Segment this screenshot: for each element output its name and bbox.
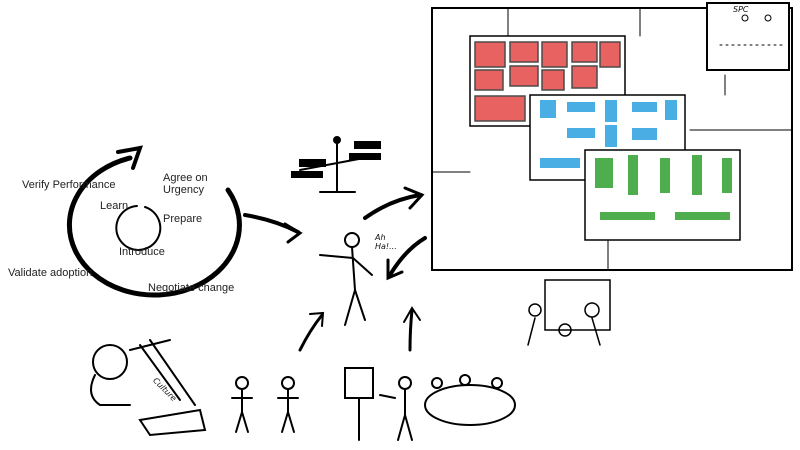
- arrow-to-person-head: [283, 222, 303, 244]
- spc-chart-point: [741, 14, 749, 22]
- arrow-from-team-right-head: [403, 306, 421, 323]
- label-validate-adoption: Validate adoption: [8, 267, 93, 279]
- stick-figure-aha: [319, 232, 373, 326]
- inner-cycle-arc: [115, 205, 162, 251]
- arrow-from-team-right: [408, 308, 414, 352]
- balance-icon: [291, 136, 381, 193]
- label-prepare: Prepare: [163, 213, 203, 225]
- label-agree-on-urgency: Agree on Urgency: [163, 172, 208, 196]
- arrow-from-board-head: [386, 258, 404, 281]
- arrow-from-team-left-head: [309, 311, 325, 327]
- spc-chart: [706, 2, 790, 71]
- outer-cycle-arc: [66, 155, 242, 298]
- label-introduce: Introduce: [119, 246, 165, 258]
- arrow-to-person: [243, 213, 300, 234]
- aha-exclamation: Ah Ha!...: [375, 233, 397, 251]
- spc-chart-label: SPC: [733, 5, 749, 14]
- arrow-from-team-left: [298, 313, 324, 352]
- label-learn: Learn: [100, 200, 129, 212]
- arrow-to-board-head: [403, 186, 425, 210]
- arrow-from-board: [388, 236, 427, 277]
- whiteboard: [431, 7, 793, 271]
- microscope-scientist: [90, 339, 207, 437]
- green-sticky-notes: [584, 149, 741, 241]
- arrow-to-board: [363, 193, 422, 220]
- label-verify-performance: Verify Performance: [22, 179, 116, 191]
- label-negotiate-change: Negotiate change: [148, 282, 235, 294]
- outer-cycle-arrowhead: [116, 145, 144, 170]
- group-workshop: [527, 279, 611, 346]
- spc-chart-point: [764, 14, 772, 22]
- team-figures: [231, 367, 516, 441]
